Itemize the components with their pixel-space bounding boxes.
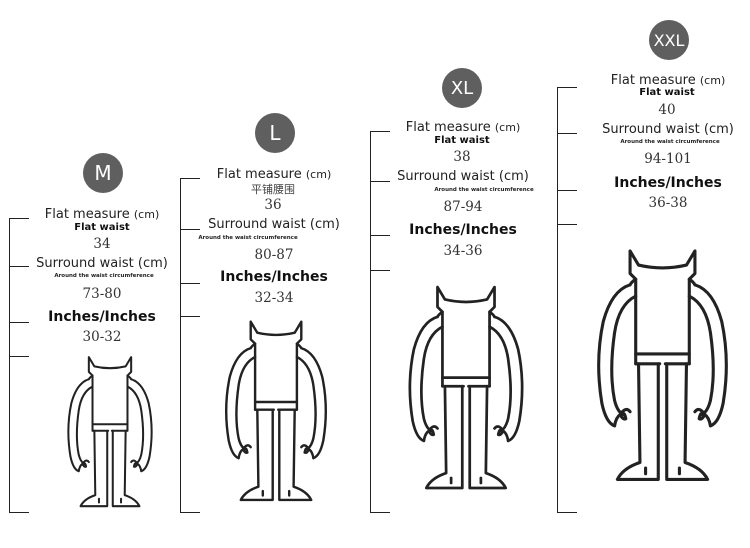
height-scale: [557, 0, 587, 548]
inches-value: 30-32: [82, 329, 122, 345]
flat-waist-label: Flat waist: [74, 222, 130, 233]
around-waist-note: Around the waist circumference: [198, 235, 298, 241]
figure-silhouette: [67, 356, 153, 508]
surround-waist-value: 73-80: [82, 286, 122, 302]
figure-silhouette: [224, 320, 328, 502]
surround-waist-label: Surround waist (cm): [602, 122, 734, 137]
flat-waist-label: Flat waist: [639, 87, 695, 98]
inches-value: 32-34: [254, 290, 294, 306]
size-column-xl: XL Flat measure (cm) Flat waist 38 Surro…: [370, 0, 555, 548]
inches-value: 36-38: [648, 195, 688, 211]
unit-text: (cm): [133, 208, 160, 221]
flat-measure-label: Flat measure (cm): [406, 120, 520, 135]
size-badge: M: [83, 153, 123, 193]
flat-waist-value: 34: [93, 236, 111, 252]
unit-text: (cm): [494, 121, 521, 134]
unit-text: (cm): [305, 168, 332, 181]
height-scale: [370, 0, 400, 548]
flat-waist-value: 36: [264, 197, 282, 213]
flat-measure-label: Flat measure (cm): [217, 167, 331, 182]
size-badge: L: [255, 113, 295, 153]
inches-label: Inches/Inches: [409, 222, 517, 238]
around-waist-note: Around the waist circumference: [434, 187, 534, 193]
figure-silhouette: [408, 285, 524, 490]
chinese-label: 平铺腰围: [251, 183, 295, 196]
surround-waist-label: Surround waist (cm): [36, 256, 168, 271]
size-column-l: L Flat measure (cm) 平铺腰围 36 Surround wai…: [180, 0, 370, 548]
inches-label: Inches/Inches: [220, 269, 328, 285]
flat-measure-text: Flat measure: [44, 207, 130, 222]
around-waist-note: Around the waist circumference: [620, 139, 720, 145]
height-scale: [9, 0, 39, 548]
size-column-m: M Flat measure (cm) Flat waist 34 Surrou…: [9, 0, 179, 548]
unit-text: (cm): [699, 74, 726, 87]
figure-silhouette: [597, 249, 728, 481]
size-badge: XL: [442, 68, 482, 108]
flat-measure-label: Flat measure (cm): [611, 73, 725, 88]
surround-waist-value: 94-101: [644, 151, 692, 167]
flat-measure-text: Flat measure: [405, 120, 491, 135]
flat-waist-label: Flat waist: [434, 135, 490, 146]
flat-measure-text: Flat measure: [610, 73, 696, 88]
flat-waist-value: 40: [658, 102, 676, 118]
surround-waist-label: Surround waist (cm): [208, 217, 340, 232]
flat-waist-value: 38: [453, 149, 471, 165]
surround-waist-value: 87-94: [443, 199, 483, 215]
height-scale: [180, 0, 210, 548]
inches-label: Inches/Inches: [614, 175, 722, 191]
surround-waist-value: 80-87: [254, 247, 294, 263]
inches-value: 34-36: [443, 243, 483, 259]
around-waist-note: Around the waist circumference: [54, 273, 154, 279]
flat-measure-label: Flat measure (cm): [45, 207, 159, 222]
surround-waist-label: Surround waist (cm): [397, 169, 529, 184]
size-badge: XXL: [649, 20, 689, 60]
flat-measure-text: Flat measure: [216, 167, 302, 182]
size-column-xxl: XXL Flat measure (cm) Flat waist 40 Surr…: [557, 0, 747, 548]
inches-label: Inches/Inches: [48, 309, 156, 325]
